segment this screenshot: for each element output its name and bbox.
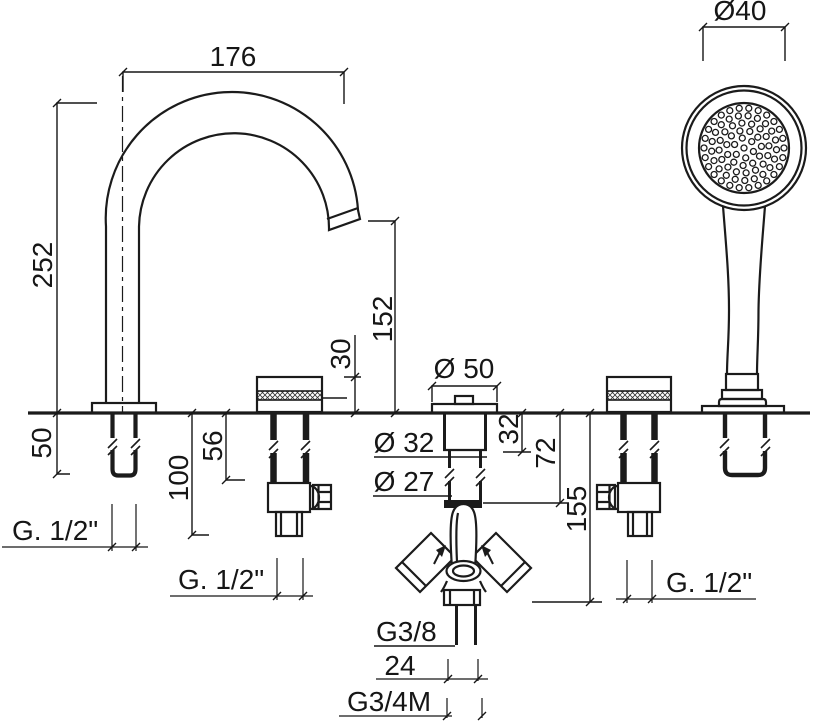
shower-handle-collar: [724, 372, 760, 392]
dim-72-text: 72: [530, 437, 561, 468]
shower-head-rim: [685, 89, 803, 207]
label-g12-center: G. 1/2": [178, 564, 264, 595]
dimensions: 176 252 50 152 30 Ø 50 Ø 32 Ø 27 32 72 1…: [2, 0, 790, 721]
label-g34m: G3/4M: [347, 686, 431, 717]
hand-shower: [680, 84, 808, 478]
spout-flange: [90, 401, 158, 415]
dim-dia50-text: Ø 50: [434, 353, 495, 384]
diverter-top-tab: [453, 394, 475, 406]
dim-56-text: 56: [197, 430, 228, 461]
right-valve: [595, 375, 673, 538]
dimension-tick-marks: [52, 22, 790, 721]
hose-nut: [445, 559, 482, 583]
spout-shank: [110, 413, 138, 478]
diverter-column: [394, 394, 533, 645]
column-thread-break: [444, 468, 486, 487]
shower-head-face: [697, 101, 791, 195]
swivel-arrow-left-head: [436, 545, 446, 557]
dim-100-text: 100: [163, 455, 194, 502]
shower-handle-band: [720, 388, 764, 401]
shower-shank-break: [719, 438, 771, 457]
shower-head-outer: [680, 84, 808, 212]
dim-dia40-text: Ø40: [714, 0, 767, 26]
right-valve-thread-break: [618, 440, 660, 459]
dim-32-text: 32: [493, 413, 524, 444]
hose-wing-left: [394, 531, 457, 594]
shower-socket-shank: [722, 413, 768, 478]
dim-30-text: 30: [325, 338, 356, 369]
hose-hex: [442, 588, 482, 607]
dim-152-text: 152: [367, 296, 398, 343]
shower-nozzle-dots: [700, 104, 788, 192]
dim-dia27-text: Ø 27: [374, 466, 435, 497]
diverter-body: [449, 502, 478, 570]
shower-handle: [721, 205, 767, 375]
spout-outline: [104, 90, 362, 403]
label-g12-right: G. 1/2": [666, 567, 752, 598]
hose-wing-right: [470, 531, 533, 594]
dim-176-text: 176: [210, 41, 257, 72]
dim-dia32-text: Ø 32: [374, 427, 435, 458]
swivel-arrow-right-head: [481, 545, 491, 557]
label-g38: G3/8: [376, 616, 437, 647]
gooseneck-spout: [90, 76, 362, 478]
right-valve-side-port: [595, 483, 619, 511]
left-valve-knurl-band: [256, 390, 323, 401]
dim-155-text: 155: [561, 486, 592, 533]
right-valve-body: [616, 481, 662, 514]
shower-socket-top: [717, 397, 768, 408]
spout-outlet-trim: [326, 206, 359, 221]
right-valve-bottom-port: [626, 510, 654, 538]
diverter-body-inner: [455, 512, 460, 563]
spout-shank-break: [107, 438, 141, 456]
left-valve: [255, 375, 333, 538]
left-valve-bottom-port: [274, 510, 304, 538]
diverter-flare: [440, 580, 487, 593]
dim-50-text: 50: [26, 427, 57, 458]
left-valve-side-port: [309, 483, 333, 511]
hose-nut-inner: [451, 564, 476, 578]
left-valve-body: [266, 481, 312, 514]
label-g12-left: G. 1/2": [12, 515, 98, 546]
dim-252-text: 252: [27, 242, 58, 289]
left-valve-thread-break: [268, 440, 311, 459]
dim-24-text: 24: [384, 650, 415, 681]
shower-socket-flange: [700, 404, 786, 415]
right-valve-knurl-band: [606, 390, 672, 401]
